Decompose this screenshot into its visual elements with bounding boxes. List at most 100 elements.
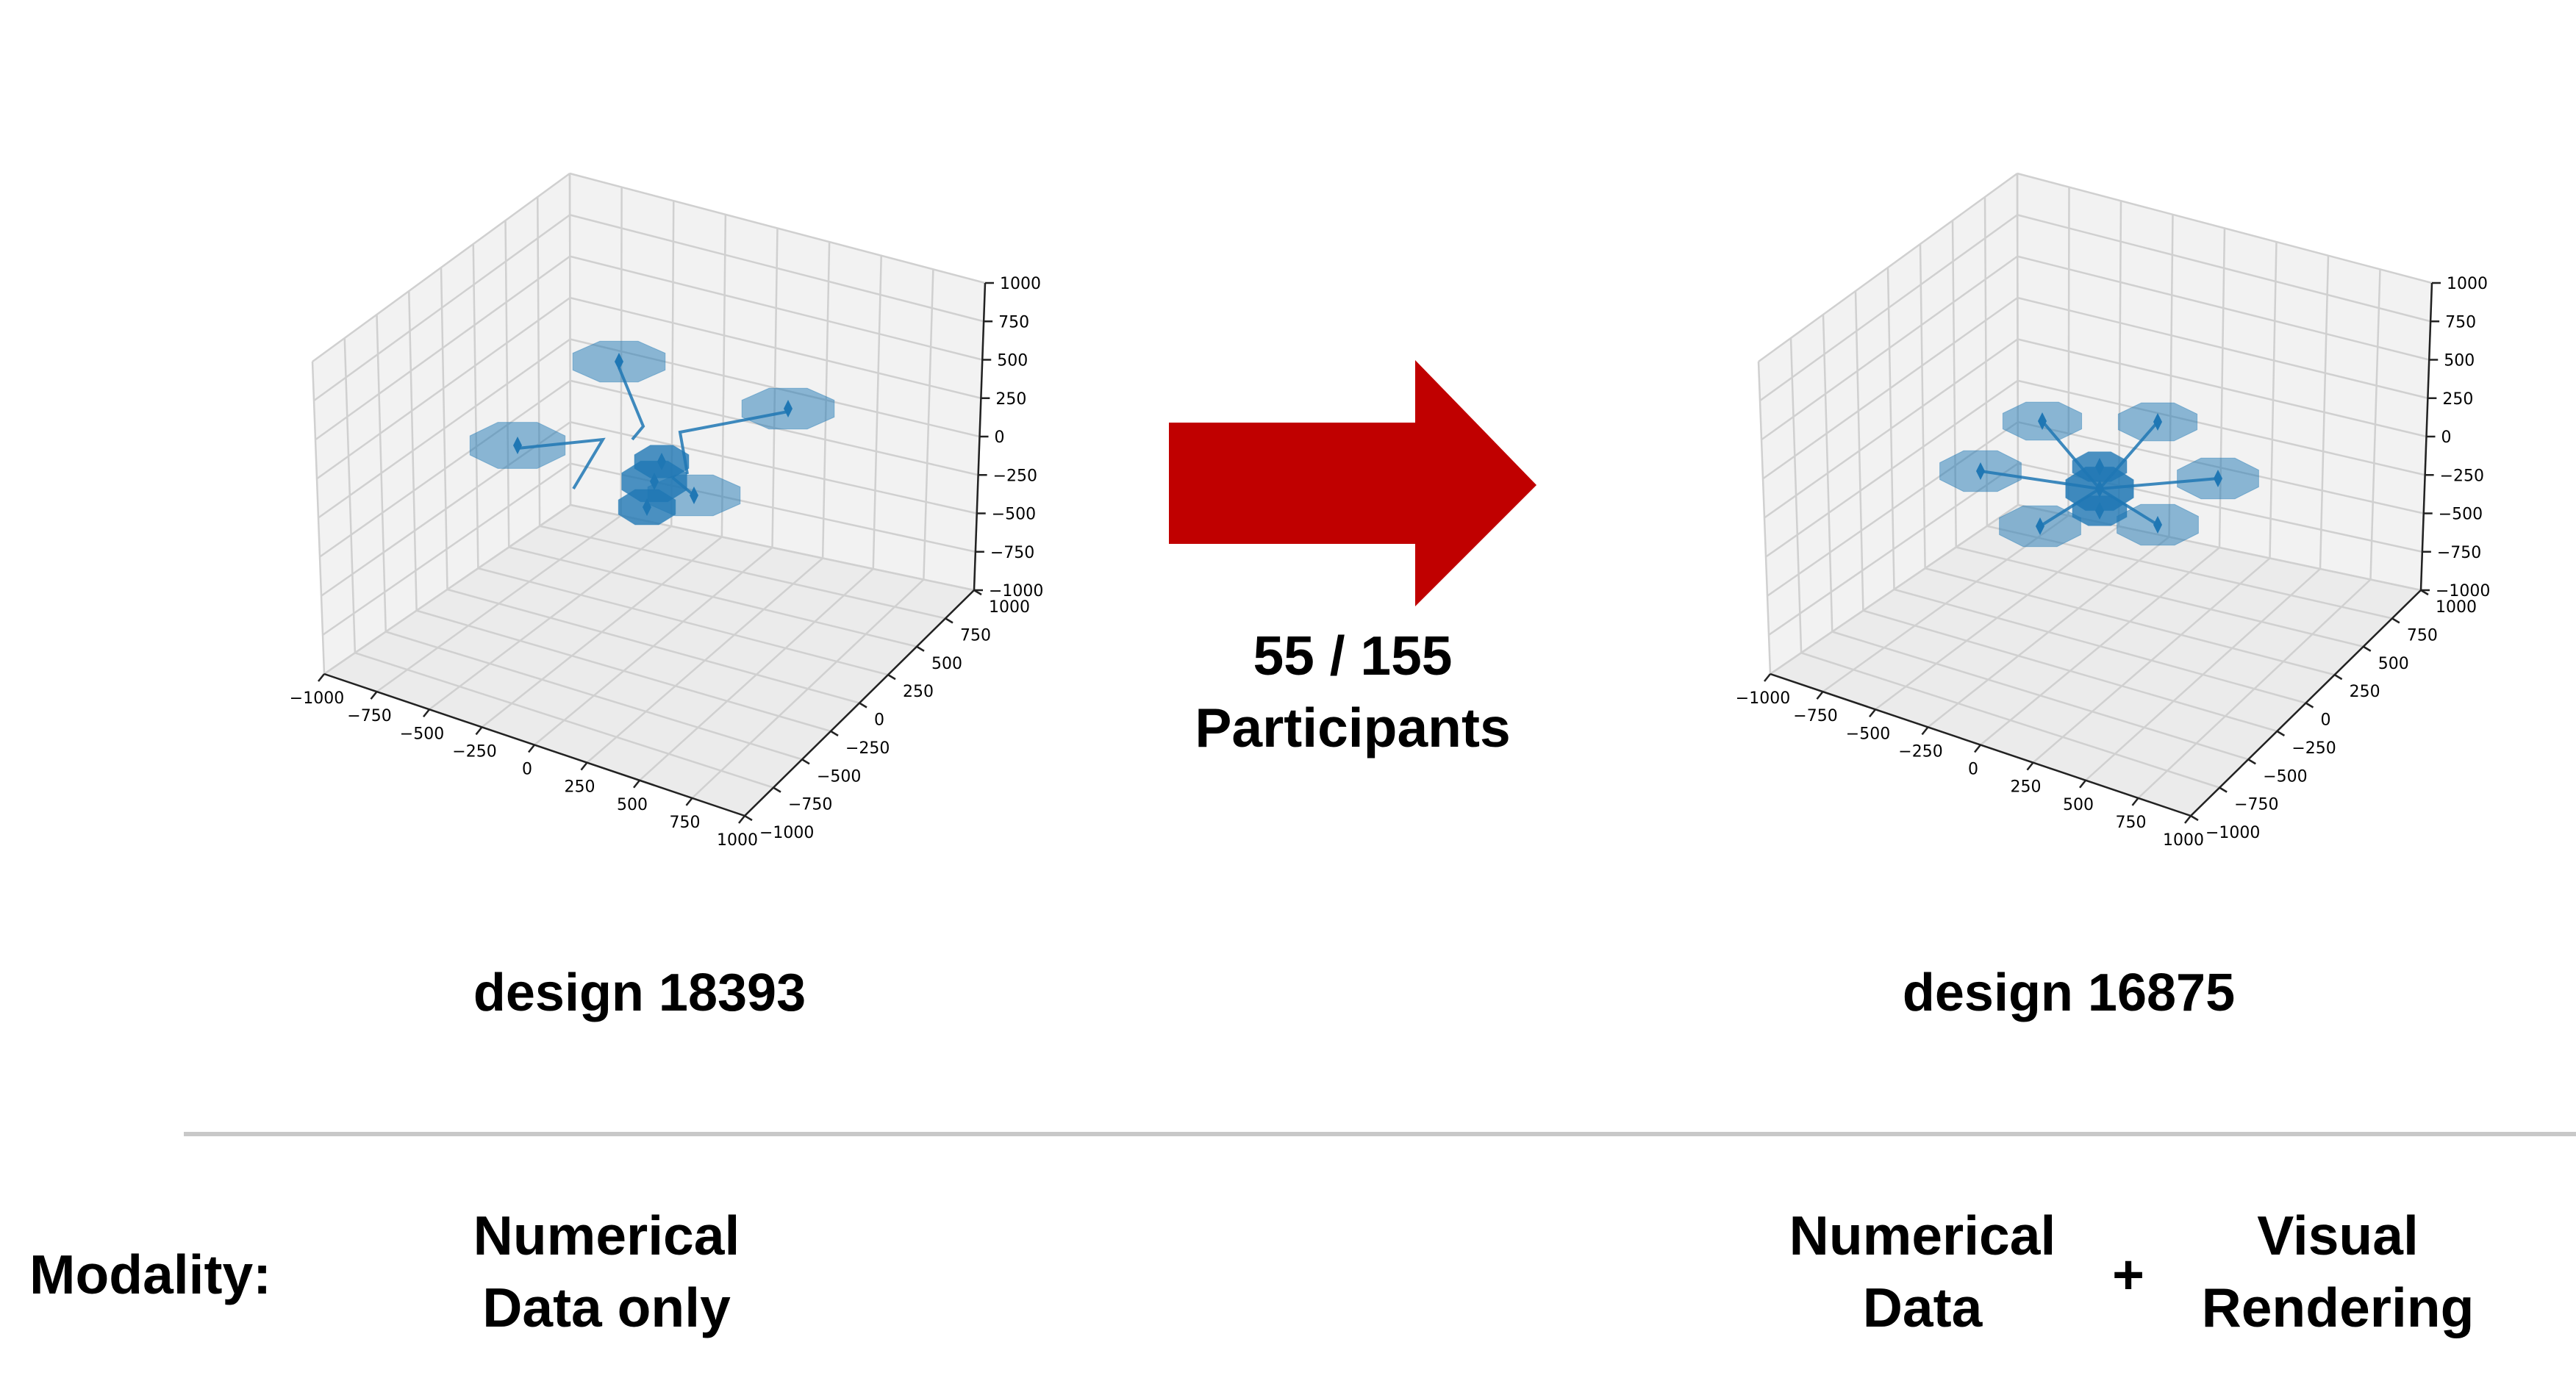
left-y-tick-label: 0 [874, 711, 884, 730]
left-y-tick-label: −1000 [759, 824, 814, 842]
right-rotor-hub [2095, 480, 2104, 498]
left-x-tick [370, 691, 378, 700]
plus-sign: + [2112, 1244, 2144, 1305]
left-y-tick-label: 250 [903, 683, 934, 701]
left-x-tick-label: 750 [670, 814, 701, 832]
right-y-tick [2391, 617, 2400, 624]
left-z-tick-label: −1000 [989, 582, 1043, 600]
left-y-tick [973, 589, 982, 596]
right-rotor-hub [2038, 412, 2047, 430]
left-grid [318, 338, 571, 519]
left-y-tick [859, 702, 867, 709]
left-grid [508, 546, 917, 648]
right-grid [2017, 338, 2427, 438]
right-grid [2269, 242, 2278, 559]
right-x-tick [2184, 815, 2192, 824]
right-y-tick [2305, 702, 2314, 709]
left-x-tick-label: 1000 [717, 831, 758, 850]
left-design-caption: design 18393 [473, 964, 806, 1022]
left-z-tick-label: 500 [997, 352, 1028, 370]
right-y-tick [2363, 645, 2372, 652]
right-x-tick-label: 250 [2011, 778, 2042, 797]
right-z-tick-label: −500 [2439, 506, 2483, 524]
left-grid [537, 196, 541, 526]
left-y-tick [916, 645, 925, 652]
left-x-tick [318, 673, 325, 682]
right-x-tick-label: 0 [1968, 761, 1978, 779]
participants-label: Participants [1195, 697, 1511, 758]
right-x-tick-label: 1000 [2163, 831, 2204, 850]
right-x-tick [1921, 726, 1929, 736]
right-x-tick [2026, 761, 2034, 771]
right-modality-numerical-line2: Data [1862, 1277, 1983, 1338]
left-z-tick-label: −750 [990, 544, 1034, 562]
left-x-tick-label: −1000 [290, 689, 344, 708]
right-z-tick-label: −750 [2437, 544, 2481, 562]
right-grid [2016, 173, 2019, 506]
right-grid [1770, 503, 2019, 675]
left-rotor-hub [657, 453, 666, 470]
right-grid [1768, 462, 2019, 636]
left-x-tick-label: −500 [400, 725, 444, 743]
right-design-caption: design 16875 [1902, 964, 2236, 1022]
left-grid [319, 379, 571, 558]
left-y-tick [887, 674, 896, 681]
modality-label: Modality: [29, 1244, 272, 1305]
left-z-tick-label: 750 [998, 313, 1029, 331]
left-x-tick-label: 0 [522, 761, 532, 779]
left-x-tick-label: −250 [452, 742, 496, 761]
left-z-tick-label: −500 [992, 506, 1036, 524]
left-x-tick-label: 500 [617, 796, 648, 814]
left-z-tick-label: −250 [993, 467, 1037, 485]
left-grid [872, 255, 882, 570]
left-x-tick-label: −750 [347, 707, 391, 725]
right-y-tick-label: 250 [2350, 683, 2380, 701]
right-z-tick-label: 250 [2442, 390, 2473, 409]
right-plot-svg: 1000 750 500 250 0 −250 −500 −750 −1000 −1000 −750… [1736, 172, 2490, 850]
left-z-tick-label: 1000 [1000, 275, 1041, 293]
right-grid [1919, 243, 1926, 569]
left-modality: Numerical Data only [423, 1199, 790, 1344]
left-y-tick-label: −500 [817, 767, 861, 786]
right-arrow [1169, 360, 1536, 606]
right-x-tick [1764, 673, 1771, 682]
left-x-tick [528, 744, 535, 753]
left-modality-line1: Numerical [473, 1205, 740, 1266]
right-y-tick-label: −1000 [2205, 824, 2260, 842]
right-x-tick-label: 750 [2116, 814, 2147, 832]
right-x-tick [2079, 779, 2086, 789]
left-x-tick [580, 761, 588, 771]
left-grid [639, 568, 874, 781]
left-x-tick [423, 709, 430, 718]
right-y-tick-label: −250 [2291, 739, 2336, 758]
left-y-tick-label: 1000 [989, 598, 1030, 617]
right-grid [1765, 379, 2019, 558]
left-rotor-hub [784, 400, 793, 417]
left-grid [539, 525, 946, 620]
right-grid [1764, 338, 2019, 519]
right-y-tick-label: −500 [2263, 767, 2307, 786]
right-y-tick-label: 1000 [2436, 598, 2477, 617]
participants-text: 55 / 155 Participants [1169, 620, 1536, 764]
left-y-tick-label: −250 [845, 739, 890, 758]
left-grid [691, 578, 925, 799]
right-y-tick-label: −750 [2234, 796, 2278, 814]
left-x-tick [475, 726, 483, 736]
left-y-tick-label: 500 [931, 655, 962, 673]
right-y-tick [2247, 758, 2256, 765]
divider [184, 1132, 2576, 1136]
right-z-tick-label: −1000 [2436, 582, 2490, 600]
left-arm [618, 367, 645, 441]
right-rotor-hub [2095, 502, 2104, 520]
right-y-tick-label: 750 [2407, 626, 2438, 645]
left-y-tick [773, 786, 781, 793]
left-grid [447, 588, 860, 704]
right-y-tick [2190, 814, 2199, 822]
left-rotor-hub [690, 487, 698, 504]
right-modality-numerical-line1: Numerical [1789, 1205, 2056, 1266]
right-modality-visual-line1: Visual [2257, 1205, 2419, 1266]
left-grid [570, 421, 978, 514]
right-grid [2032, 557, 2271, 764]
right-rotor-hub [1976, 462, 1985, 480]
right-z-tick-label: 500 [2444, 352, 2475, 370]
